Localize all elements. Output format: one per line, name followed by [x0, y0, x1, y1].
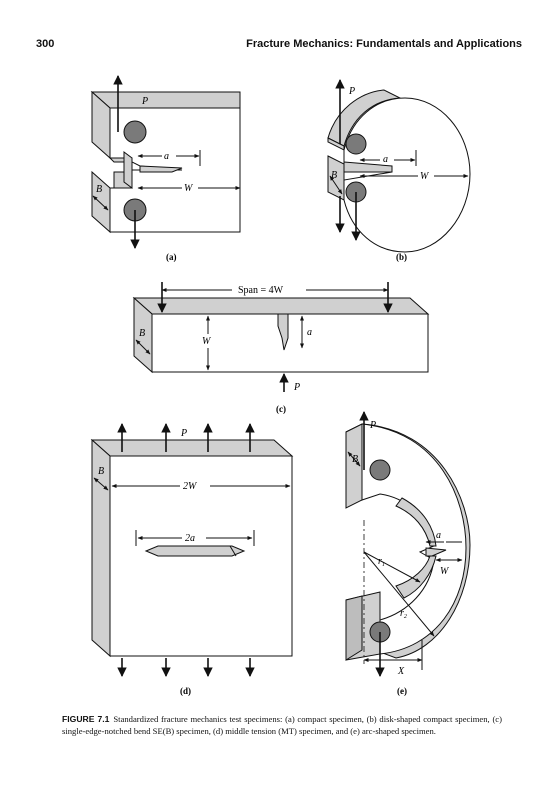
panel-a-width-label: W [184, 183, 194, 194]
panel-a-compact-specimen [90, 75, 241, 249]
panel-c-load-label: P [293, 382, 300, 393]
caption-label: FIGURE 7.1 [62, 714, 110, 724]
panel-c-sublabel: (c) [276, 404, 286, 414]
panel-b-upper-pin [345, 133, 367, 155]
figure-specimens: P a W B (a) P a W B (b) [90, 75, 471, 696]
panel-c-thickness-label: B [139, 328, 145, 339]
panel-d-thickness-label: B [98, 466, 104, 477]
panel-a-load-label: P [141, 96, 148, 107]
panel-b-crack-label: a [383, 154, 388, 165]
panel-d-sublabel: (d) [180, 686, 191, 696]
panel-b-sublabel: (b) [396, 252, 407, 262]
panel-e-r1-label: r1 [378, 556, 385, 568]
panel-b-load-label: P [348, 86, 355, 97]
panel-e-thickness-label: B [352, 454, 358, 465]
page-header: 300 Fracture Mechanics: Fundamentals and… [36, 38, 522, 54]
panel-d-mt-specimen [90, 423, 294, 677]
panel-c-span-label: Span = 4W [238, 285, 284, 296]
panel-a-sublabel: (a) [166, 252, 177, 262]
panel-d-crack-label: 2a [185, 533, 195, 544]
panel-a-crack-label: a [164, 151, 169, 162]
panel-e-offset-label: X [397, 666, 405, 677]
panel-e-crack-label: a [436, 530, 441, 541]
panel-e-r2-symbol: r [400, 608, 404, 619]
panel-d-load-label: P [180, 428, 187, 439]
panel-c-width-label: W [202, 336, 212, 347]
panel-c-crack-label: a [307, 327, 312, 338]
panel-a-thickness-label: B [96, 184, 102, 195]
running-title: Fracture Mechanics: Fundamentals and App… [246, 38, 522, 50]
panel-e-r2-label: r2 [400, 608, 407, 620]
panel-b-disk-compact-specimen [327, 79, 471, 253]
panel-d-width-label: 2W [183, 481, 198, 492]
caption-text: Standardized fracture mechanics test spe… [62, 714, 502, 736]
panel-e-load-label: P [369, 420, 376, 431]
panel-b-width-label: W [420, 171, 430, 182]
panel-a-upper-pin [123, 120, 147, 144]
panel-e-sublabel: (e) [397, 686, 407, 696]
panel-e-width-label: W [440, 566, 450, 577]
page-number: 300 [36, 38, 55, 50]
panel-e-r1-symbol: r [378, 556, 382, 567]
panel-e-r2-subscript: 2 [404, 614, 407, 620]
panel-b-thickness-label: B [331, 170, 337, 181]
panel-e-arc-specimen [345, 411, 471, 677]
panel-e-upper-pin [369, 459, 391, 481]
panel-c-seb-specimen [132, 282, 430, 392]
panel-e-r1-subscript: 1 [382, 562, 385, 568]
